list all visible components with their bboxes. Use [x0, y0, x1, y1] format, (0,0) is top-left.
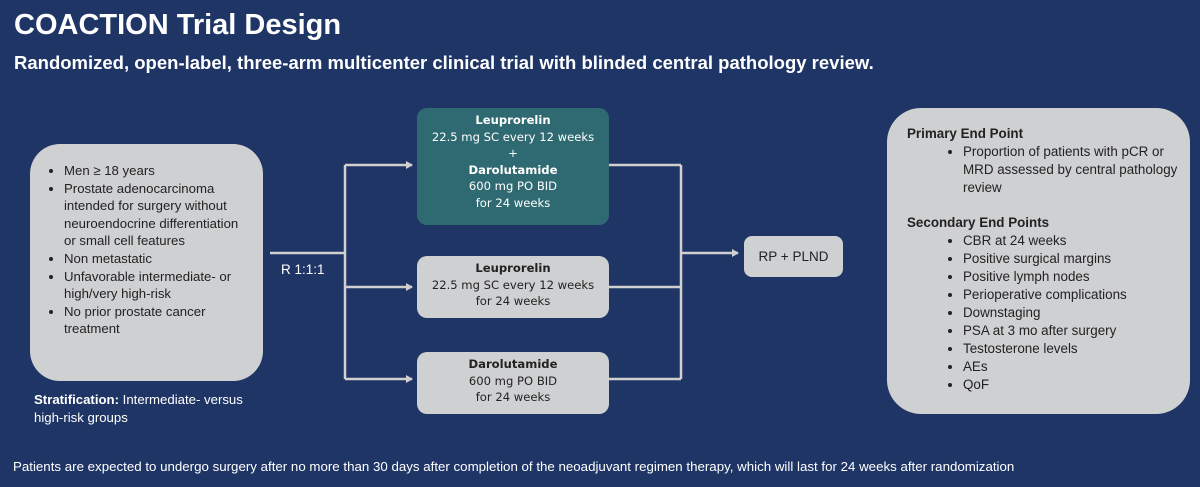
stratification-note: Stratification: Intermediate- versus hig…: [34, 391, 274, 427]
footer-note: Patients are expected to undergo surgery…: [13, 459, 1015, 474]
secondary-endpoint-list: CBR at 24 weeks Positive surgical margin…: [907, 232, 1190, 394]
arm-2-duration: for 24 weeks: [475, 294, 551, 308]
arm-1-plus: +: [508, 146, 518, 160]
arm-leuprorelin: Leuprorelin 22.5 mg SC every 12 weeks fo…: [417, 256, 609, 318]
arm-3-drug: Darolutamide: [468, 357, 558, 371]
secondary-endpoint-item: PSA at 3 mo after surgery: [963, 322, 1190, 340]
primary-endpoint-heading: Primary End Point: [907, 126, 1024, 141]
secondary-endpoints-heading: Secondary End Points: [907, 215, 1050, 230]
arm-1-dose-2: 600 mg PO BID: [468, 179, 558, 193]
arm-darolutamide: Darolutamide 600 mg PO BID for 24 weeks: [417, 352, 609, 414]
arm-1-duration: for 24 weeks: [475, 195, 551, 210]
stratification-label: Stratification:: [34, 392, 119, 407]
arm-1-dose-1: 22.5 mg SC every 12 weeks: [431, 129, 595, 144]
eligibility-item: Men ≥ 18 years: [64, 162, 253, 180]
secondary-endpoint-item: Positive surgical margins: [963, 250, 1190, 268]
secondary-endpoint-item: Downstaging: [963, 304, 1190, 322]
arm-1-drug-2: Darolutamide: [468, 162, 558, 177]
arm-2-dose: 22.5 mg SC every 12 weeks: [431, 277, 595, 292]
arm-3-duration: for 24 weeks: [475, 390, 551, 404]
secondary-endpoint-item: CBR at 24 weeks: [963, 232, 1190, 250]
secondary-endpoint-item: QoF: [963, 376, 1190, 394]
eligibility-list: Men ≥ 18 years Prostate adenocarcinoma i…: [42, 162, 253, 338]
page-subtitle: Randomized, open-label, three-arm multic…: [14, 52, 874, 73]
secondary-endpoint-item: Testosterone levels: [963, 340, 1190, 358]
eligibility-item: Non metastatic: [64, 250, 253, 268]
eligibility-item: Prostate adenocarcinoma intended for sur…: [64, 180, 253, 250]
arm-1-drug-1: Leuprorelin: [475, 113, 551, 127]
arm-2-drug: Leuprorelin: [475, 261, 551, 275]
eligibility-box: Men ≥ 18 years Prostate adenocarcinoma i…: [30, 144, 263, 381]
primary-endpoint-list: Proportion of patients with pCR or MRD a…: [907, 143, 1190, 197]
stratification-text: Intermediate- versus high-risk groups: [34, 392, 243, 425]
secondary-endpoint-item: Perioperative complications: [963, 286, 1190, 304]
page-title: COACTION Trial Design: [14, 9, 342, 41]
surgery-box: RP + PLND: [744, 236, 843, 277]
secondary-endpoint-item: AEs: [963, 358, 1190, 376]
eligibility-item: Unfavorable intermediate- or high/very h…: [64, 268, 253, 303]
endpoints-box: Primary End Point Proportion of patients…: [887, 108, 1190, 414]
secondary-endpoint-item: Positive lymph nodes: [963, 268, 1190, 286]
primary-endpoint-item: Proportion of patients with pCR or MRD a…: [963, 143, 1190, 197]
randomization-label: R 1:1:1: [281, 262, 325, 277]
eligibility-item: No prior prostate cancer treatment: [64, 303, 253, 338]
arm-3-dose: 600 mg PO BID: [468, 373, 558, 388]
arm-combination: Leuprorelin 22.5 mg SC every 12 weeks + …: [417, 108, 609, 225]
